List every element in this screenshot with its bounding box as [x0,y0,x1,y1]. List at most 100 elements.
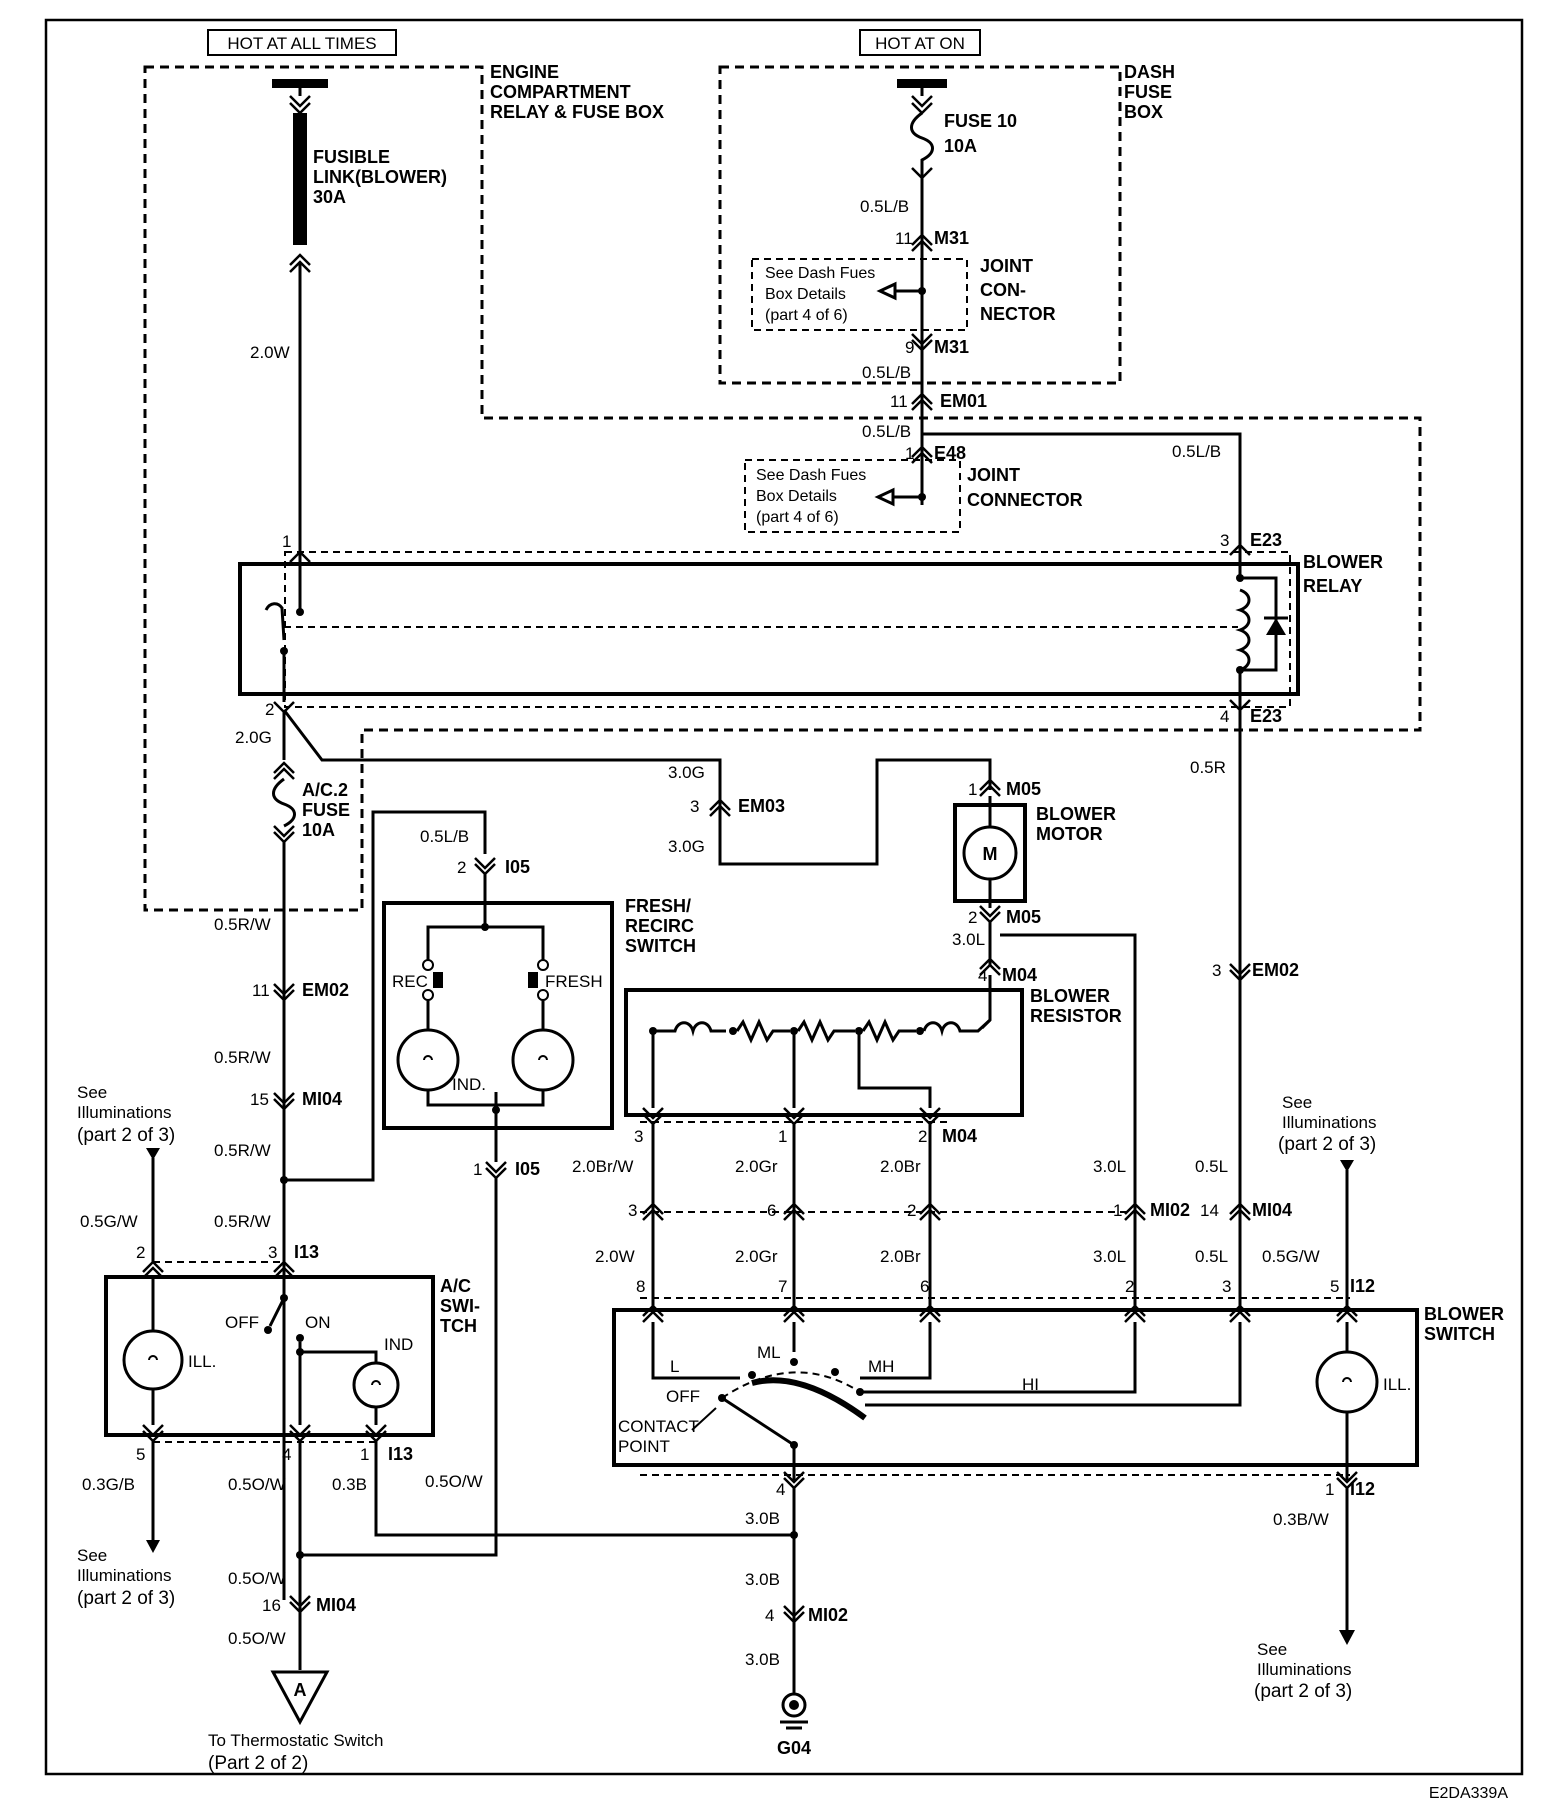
svg-text:OFF: OFF [225,1313,259,1332]
dash-fuse-box-outline [718,65,1122,385]
wire-label: 3.0L [1093,1247,1126,1266]
recirc-indicator-lamp [396,1028,460,1092]
svg-text:CONNECTOR: CONNECTOR [967,490,1083,510]
connector-mi02-bottom: MI02 [808,1605,848,1625]
svg-text:ILL.: ILL. [188,1352,216,1371]
svg-text:(part 2 of 3): (part 2 of 3) [1278,1134,1376,1155]
svg-text:CON-: CON- [980,280,1026,300]
svg-text:6: 6 [767,1201,776,1220]
wire-label: 3.0L [952,930,985,949]
svg-text:REC: REC [392,972,428,991]
svg-text:4: 4 [1220,707,1229,726]
wire-label: 3.0B [745,1570,780,1589]
svg-text:Box Details: Box Details [756,488,837,505]
svg-text:3: 3 [1212,961,1221,980]
svg-text:1: 1 [968,780,977,799]
svg-text:BOX: BOX [1124,102,1163,122]
svg-text:SWITCH: SWITCH [625,936,696,956]
hot-at-all-times-label: HOT AT ALL TIMES [227,34,376,53]
battery-busbar-left [272,79,328,115]
battery-busbar-dash [897,79,947,115]
connector-i05-top: I05 [505,857,530,877]
svg-text:See Dash Fues: See Dash Fues [765,265,875,282]
svg-text:3: 3 [268,1243,277,1262]
svg-text:TCH: TCH [440,1316,477,1336]
svg-text:NECTOR: NECTOR [980,304,1056,324]
connector-m31-top: M31 [934,228,969,248]
connector-mi04-right: MI04 [1252,1200,1292,1220]
svg-text:(part 2 of 3): (part 2 of 3) [77,1125,175,1146]
svg-text:4: 4 [765,1606,774,1625]
wire-label: 0.5L/B [860,197,909,216]
connector-m05-top: M05 [1006,779,1041,799]
blower-resistor-box [624,988,1024,1117]
wire-label: 3.0B [745,1509,780,1528]
svg-text:ENGINE: ENGINE [490,62,559,82]
wire-label: 0.5L/B [862,422,911,441]
svg-text:2: 2 [907,1201,916,1220]
wire-label: 3.0B [745,1650,780,1669]
see-illuminations-top-left: See Illuminations (part 2 of 3) [77,1083,175,1146]
connector-m04-top: M04 [1002,965,1037,985]
see-dash-fuse-details-2: See Dash Fues Box Details (part 4 of 6) [756,467,866,526]
svg-text:ILL.: ILL. [1383,1375,1411,1394]
svg-text:See: See [77,1546,107,1565]
ac-switch-illumination: ILL. [122,1278,216,1425]
svg-text:(part 4 of 6): (part 4 of 6) [765,307,848,324]
relay-contact [264,557,1238,702]
wire-label: 0.5O/W [425,1472,483,1491]
relay-coil [1235,555,1288,710]
svg-text:See: See [1282,1093,1312,1112]
wire-label: 0.5R/W [214,1141,271,1160]
hot-at-on-label: HOT AT ON [875,34,965,53]
joint-connector-label-2: JOINT CONNECTOR [967,465,1083,510]
wire-label: 0.3B [332,1475,367,1494]
wire-label: 2.0W [595,1247,635,1266]
wire-label: 2.0Br [880,1247,921,1266]
svg-text:HI: HI [1022,1375,1039,1394]
see-dash-fuse-details-1: See Dash Fues Box Details (part 4 of 6) [765,265,875,324]
wire-label: 2.0Br/W [572,1157,633,1176]
joint-arrow-1 [876,281,922,301]
connector-i12-bottom: I12 [1350,1479,1375,1499]
wire-label: 0.3B/W [1273,1510,1329,1529]
wire-label: 2.0Gr [735,1157,778,1176]
svg-text:BLOWER: BLOWER [1303,552,1383,572]
connector-m05-bottom: M05 [1006,907,1041,927]
connector-em02-left: EM02 [302,980,349,1000]
svg-text:OFF: OFF [666,1387,700,1406]
svg-text:1: 1 [778,1127,787,1146]
svg-text:Illuminations: Illuminations [1257,1660,1352,1679]
wire-label: 0.5R/W [214,915,271,934]
svg-text:1: 1 [473,1160,482,1179]
svg-text:JOINT: JOINT [967,465,1020,485]
connector-i05-bottom: I05 [515,1159,540,1179]
ac2-fuse-label: A/C.2 FUSE 10A [302,780,350,840]
blower-relay-box [238,562,1300,696]
svg-text:BLOWER: BLOWER [1424,1304,1504,1324]
svg-text:(Part 2 of 2): (Part 2 of 2) [208,1753,308,1774]
connector-m31-bottom: M31 [934,337,969,357]
svg-text:RELAY & FUSE BOX: RELAY & FUSE BOX [490,102,664,122]
blower-switch-label: BLOWER SWITCH [1424,1304,1504,1344]
wire-label: 0.5R/W [214,1212,271,1231]
svg-text:15: 15 [250,1090,269,1109]
fresh-indicator-lamp [511,1028,575,1092]
wire-label: 3.0G [668,837,705,856]
wire-label: 2.0W [250,343,290,362]
engine-compartment-box-outline [143,65,1422,912]
blower-relay-label: BLOWER RELAY [1303,552,1383,596]
svg-text:See Dash Fues: See Dash Fues [756,467,866,484]
fresh-recirc-switch-box [382,901,614,1130]
wire-label: 2.0Br [880,1157,921,1176]
connector-mi02: MI02 [1150,1200,1190,1220]
connector-i13-bottom: I13 [388,1444,413,1464]
wire-label: 0.5O/W [228,1475,286,1494]
svg-text:(part 4 of 6): (part 4 of 6) [756,509,839,526]
connector-m04-bottom: M04 [942,1126,977,1146]
svg-text:(part 2 of 3): (part 2 of 3) [1254,1681,1352,1702]
svg-text:COMPARTMENT: COMPARTMENT [490,82,631,102]
svg-text:RECIRC: RECIRC [625,916,694,936]
svg-text:CONTACT: CONTACT [618,1417,699,1436]
